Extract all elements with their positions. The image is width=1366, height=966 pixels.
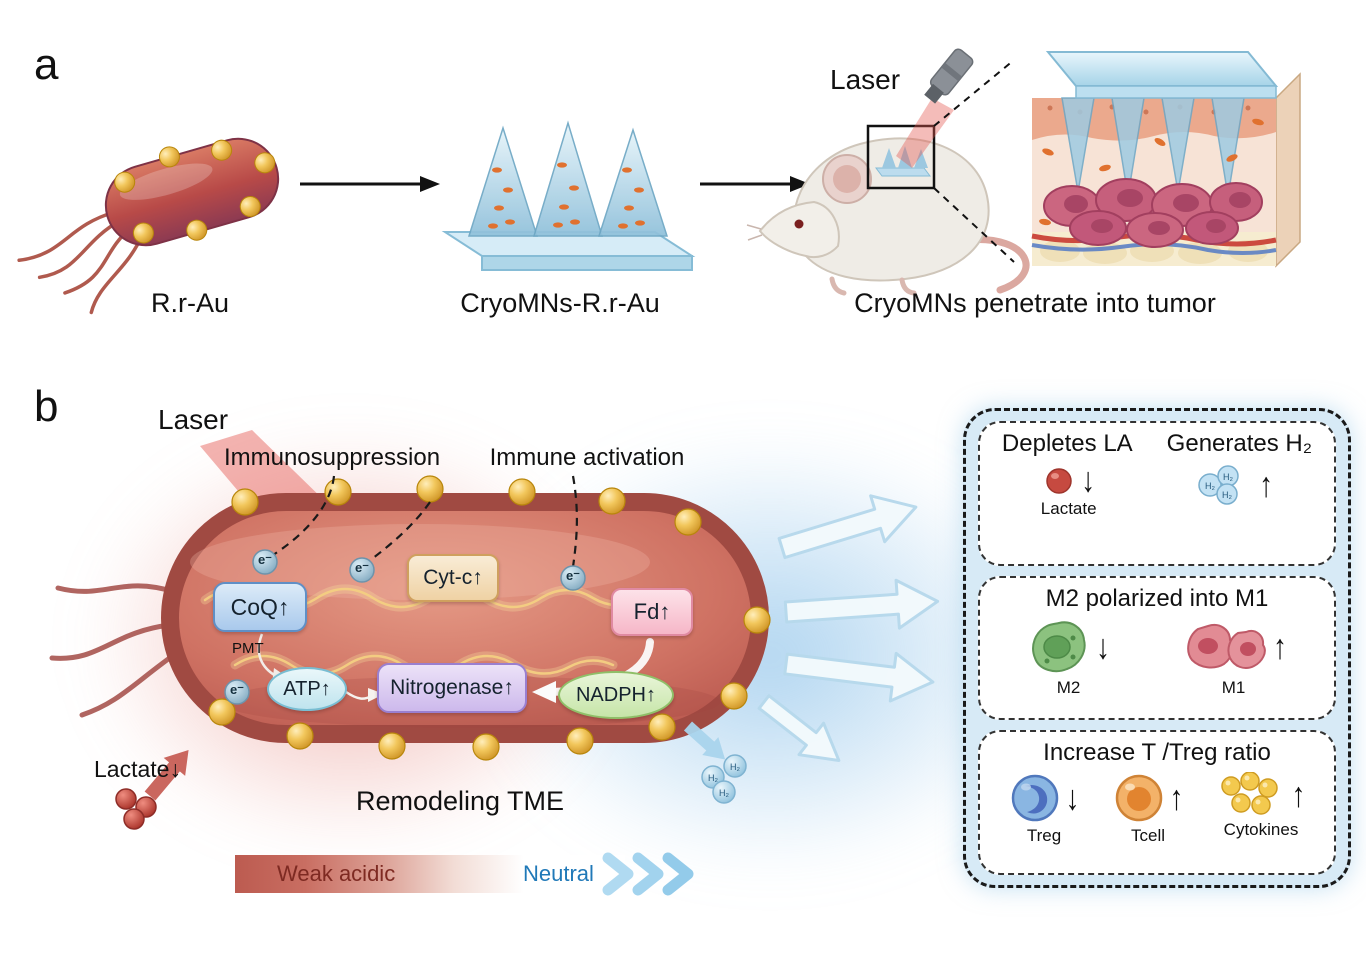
electron-label: e⁻: [565, 568, 581, 583]
output-arrows: [757, 494, 940, 762]
caption-rr-au: R.r-Au: [150, 288, 229, 318]
pmt-label: PMT: [232, 640, 264, 657]
cytokines-label: Cytokines: [1223, 820, 1299, 840]
weak-acidic-label: Weak acidic: [277, 861, 396, 886]
laser-label-a: Laser: [830, 64, 901, 95]
lactate-item-label: Lactate: [1040, 499, 1097, 518]
arrow-patch-to-mouse: [700, 176, 810, 192]
h2-text: H₂: [1205, 481, 1215, 491]
down-arrow: ↓: [1096, 626, 1110, 666]
coq-box: CoQ↑: [213, 582, 307, 632]
panel-b-label: b: [34, 382, 59, 431]
atp-ellipse: ATP↑: [267, 667, 347, 711]
m2-label: M2: [1056, 677, 1081, 697]
up-arrow: ↑: [1273, 626, 1287, 666]
treg-item: ↓ Treg: [1009, 772, 1080, 846]
cytokines-icon: [1220, 772, 1278, 816]
mouse-icon: [746, 124, 1030, 296]
ph-gradient-bar: Weak acidic Neutral: [235, 855, 625, 893]
rr-au-bacterium-icon: [17, 137, 280, 315]
immunosuppression-label: Immunosuppression: [223, 444, 441, 471]
cytc-box: Cyt-c↑: [407, 554, 499, 602]
down-arrow: ↓: [1065, 778, 1080, 818]
laser-device-icon: [896, 48, 974, 168]
h2-molecule-label: H₂: [719, 788, 729, 798]
up-arrow: ↑: [1169, 778, 1184, 818]
laser-label-b: Laser: [158, 404, 229, 435]
electron-label: e⁻: [354, 560, 370, 575]
summary-box-m2-m1: M2 polarized into M1 ↓ M2: [978, 575, 1336, 721]
bacterium-b-flagella: [49, 583, 181, 718]
summary-box-la-h2: Depletes LA Generates H₂ ↓ Lactate: [978, 421, 1336, 566]
arrow-bacterium-to-patch: [300, 176, 440, 192]
skin-block-icon: [1031, 51, 1301, 268]
caption-cryomns: CryoMNs-R.r-Au: [460, 288, 660, 318]
lactate-label-b: Lactate↓: [94, 756, 181, 782]
h2-molecule-label: H₂: [708, 773, 718, 783]
h2-molecule-label: H₂: [730, 762, 740, 772]
fd-box: Fd↑: [611, 588, 693, 636]
treg-ratio-title: Increase T /Treg ratio: [1043, 739, 1271, 767]
electron-carriers: [224, 549, 586, 705]
zoom-box-outline: [866, 124, 936, 190]
m2-macrophage-icon: [1032, 621, 1086, 672]
tcell-icon: [1115, 775, 1162, 822]
neutral-chevrons-icon: [602, 852, 694, 896]
m1-item: ↑ M1: [1180, 618, 1287, 698]
tcell-label: Tcell: [1130, 826, 1165, 846]
nadph-ellipse: NADPH↑: [558, 671, 674, 719]
down-arrow: ↓: [1081, 460, 1096, 499]
caption-tumor: CryoMNs penetrate into tumor: [854, 288, 1216, 318]
h2-cluster-icon: H₂ H₂ H₂: [1198, 465, 1239, 505]
summary-box-treg: Increase T /Treg ratio ↓ Treg: [978, 730, 1336, 876]
panel-a-label: a: [34, 40, 59, 89]
lactate-sphere-icon: [1046, 468, 1072, 494]
electron-label: e⁻: [229, 682, 245, 697]
h2-item: H₂ H₂ H₂ ↑: [1194, 463, 1273, 507]
up-arrow: ↑: [1259, 465, 1274, 504]
cytokines-item: ↑ Cytokines: [1217, 772, 1306, 840]
h2-text: H₂: [1223, 472, 1233, 482]
depletes-la-title: Depletes LA: [1001, 430, 1133, 457]
m2-item: ↓ M2: [1027, 618, 1110, 698]
m2-m1-title: M2 polarized into M1: [1045, 584, 1269, 612]
up-arrow: ↑: [1291, 775, 1306, 815]
nitrogenase-box: Nitrogenase↑: [377, 663, 527, 713]
neutral-label: Neutral: [523, 861, 594, 886]
lactate-item: ↓ Lactate: [1040, 460, 1097, 519]
electron-transfer-dashes: [272, 475, 578, 568]
remodeling-tme-label: Remodeling TME: [355, 786, 565, 816]
m1-macrophage-icon: [1187, 623, 1266, 669]
generates-h2-title: Generates H₂: [1166, 430, 1313, 457]
lactate-molecules: [115, 750, 189, 830]
h2-text: H₂: [1222, 490, 1232, 500]
summary-panel: Depletes LA Generates H₂ ↓ Lactate: [963, 408, 1351, 888]
cryomn-patch-icon: [441, 120, 696, 271]
electron-label: e⁻: [257, 552, 273, 567]
m1-label: M1: [1221, 677, 1246, 697]
immune-activation-label: Immune activation: [489, 444, 685, 471]
patch-on-back: [875, 146, 931, 177]
atp-to-nitrogenase-arrow: [345, 688, 384, 702]
h2-release: H₂ H₂ H₂: [683, 721, 747, 804]
treg-cell-icon: [1011, 775, 1058, 822]
tcell-item: ↑ Tcell: [1113, 772, 1184, 846]
treg-label: Treg: [1026, 826, 1062, 846]
zoom-dashed-lines: [933, 59, 1015, 263]
gold-nanoparticles: [208, 475, 771, 761]
